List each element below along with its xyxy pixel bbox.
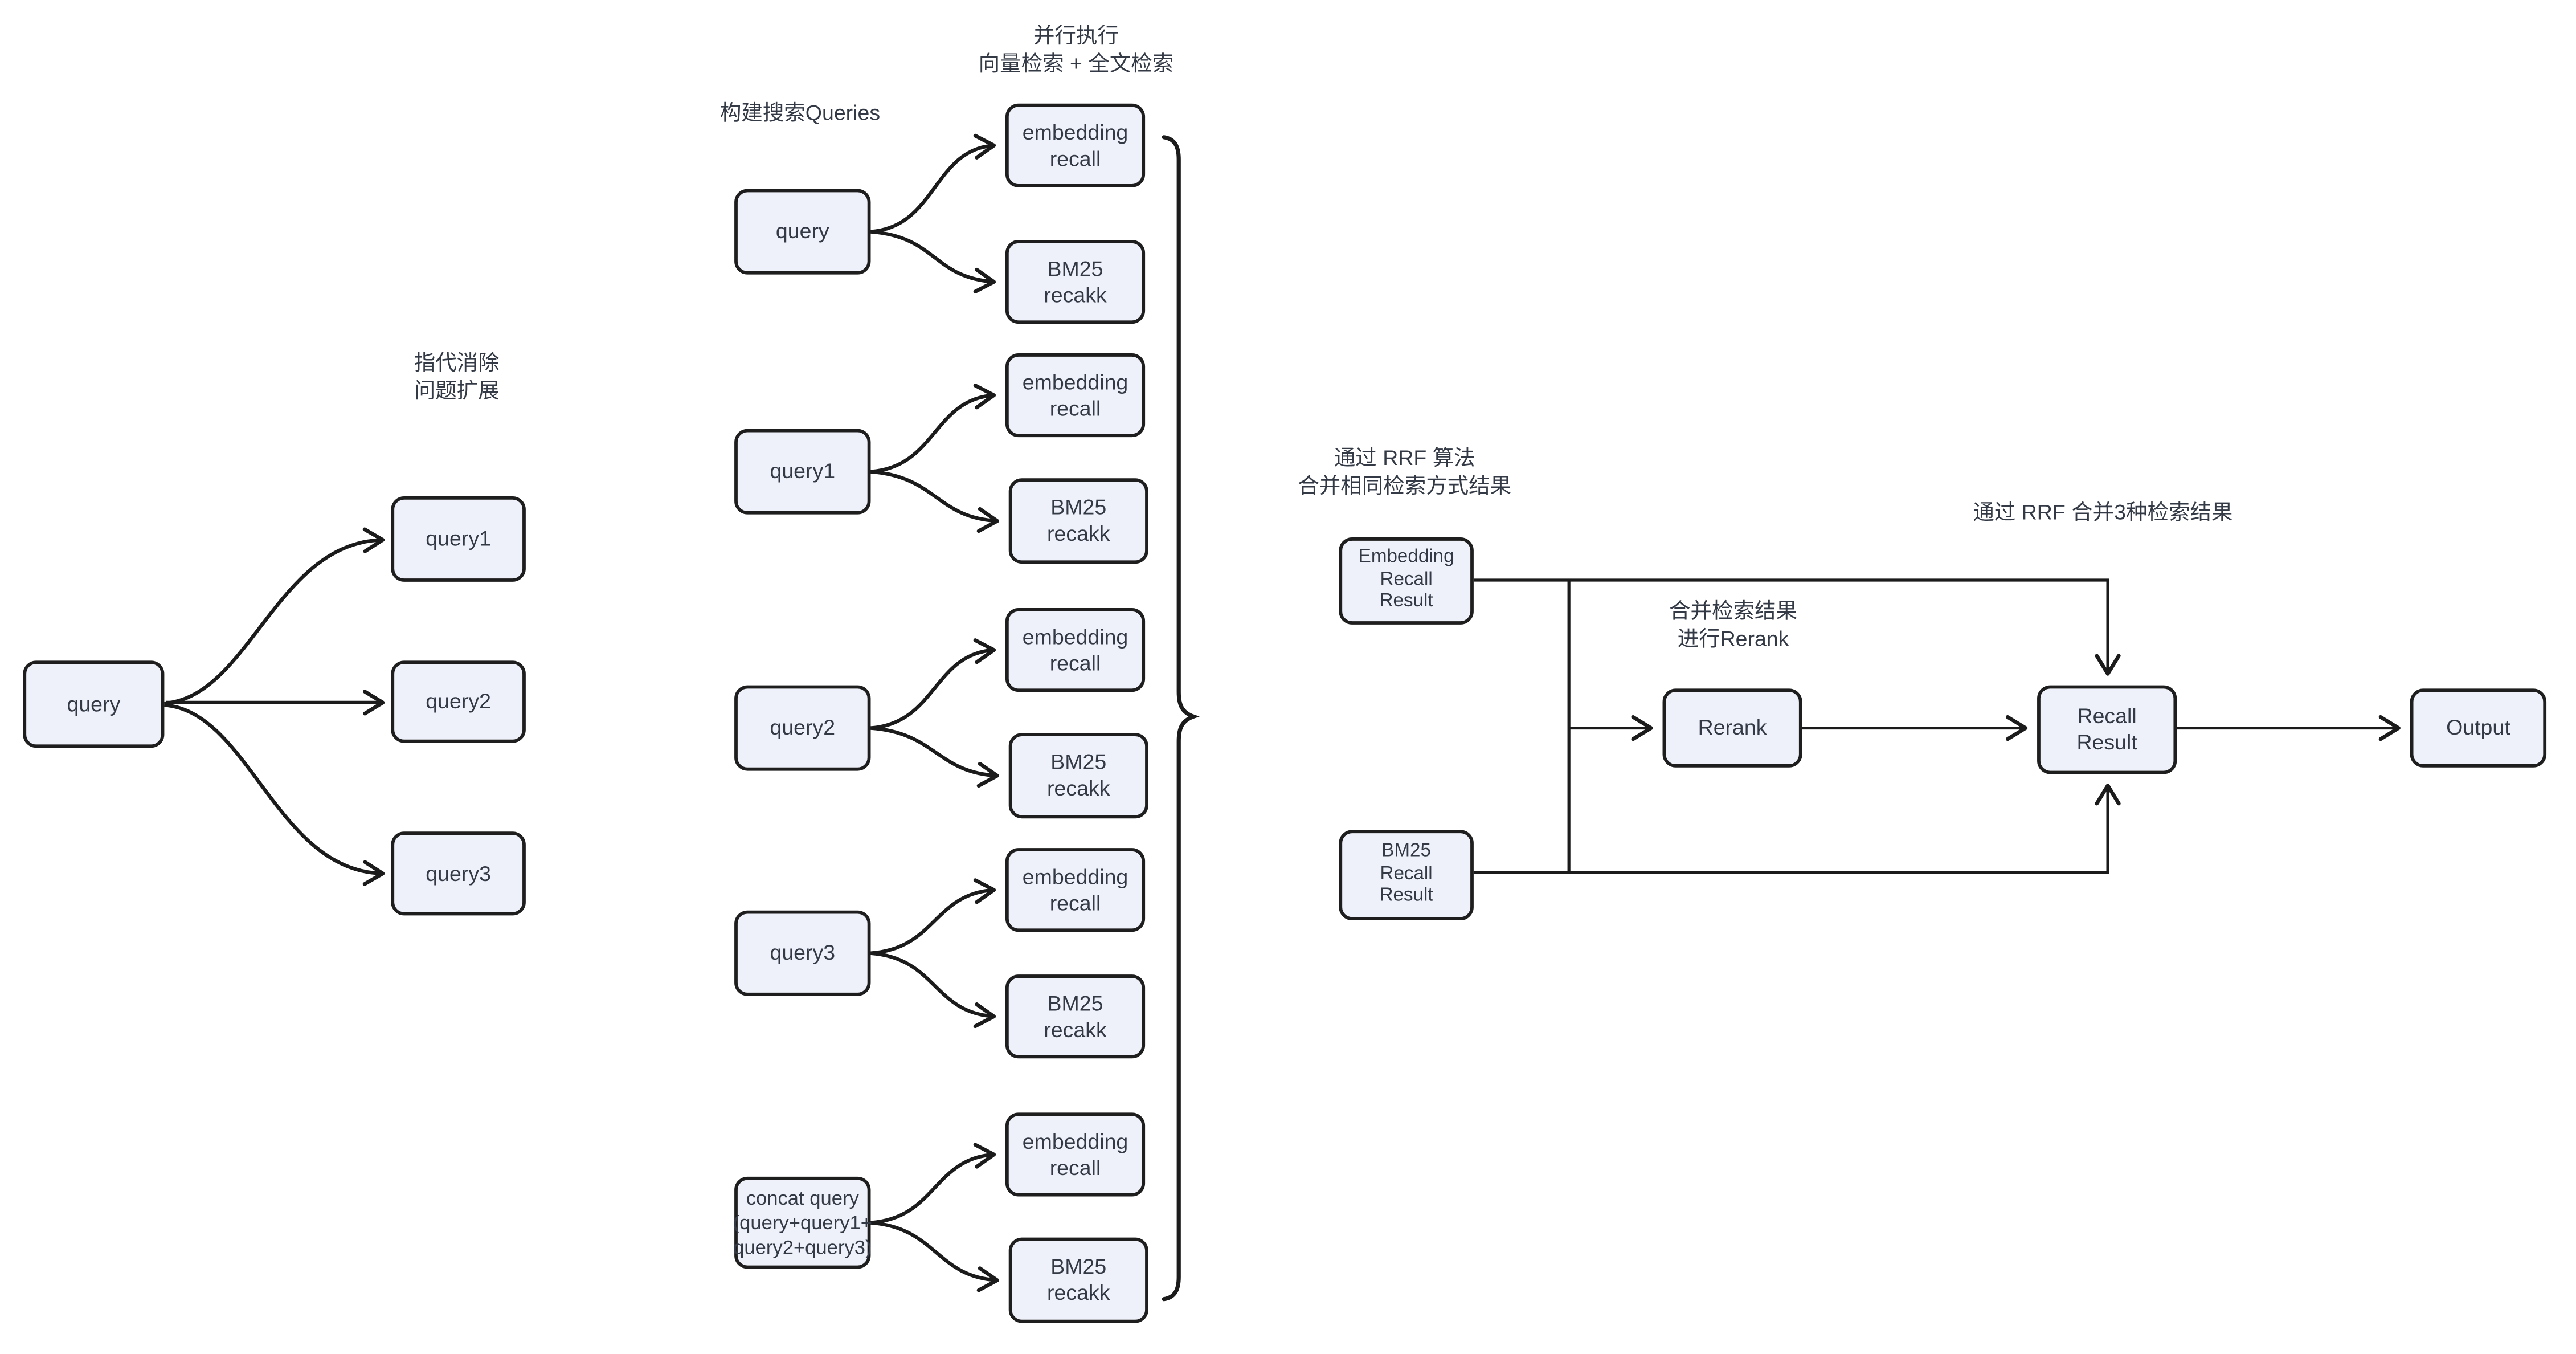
edge-concat-bm25-5 [870, 1221, 999, 1292]
edge-midquery2-bm25-3 [870, 726, 999, 788]
note-rrf-merge-three: 通过 RRF 合并3种检索结果 [1973, 499, 2233, 524]
node-query-root: query [23, 660, 165, 748]
edge-midquery3-bm25-4 [870, 951, 996, 1029]
note-coref-expansion: 指代消除 问题扩展 [414, 350, 500, 403]
edge-bm25result-recall-bottom [1473, 784, 2121, 874]
node-query1: query1 [391, 496, 526, 582]
node-embedding-recall-1: embedding recall [1005, 103, 1146, 187]
edge-midquery1-embedding2 [870, 384, 996, 474]
node-recall-result: Recall Result [2037, 685, 2177, 774]
node-query2: query2 [391, 660, 526, 743]
note-rrf-merge-same: 通过 RRF 算法 合并相同检索方式结果 [1298, 445, 1512, 498]
edge-midquery3-embedding4 [870, 878, 996, 955]
group-brace [1162, 135, 1200, 1302]
node-output: Output [2410, 688, 2547, 768]
node-query3: query3 [391, 831, 526, 916]
node-embedding-recall-3: embedding recall [1005, 608, 1146, 692]
node-bm25-recakk-2: BM25 recakk [1008, 478, 1148, 564]
node-embedding-recall-5: embedding recall [1005, 1112, 1146, 1197]
node-mid-query3: query3 [734, 910, 871, 996]
node-bm25-recakk-4: BM25 recakk [1005, 974, 1146, 1059]
node-bm25-recakk-5: BM25 recakk [1008, 1237, 1148, 1323]
edge-midquery2-embedding3 [870, 638, 996, 730]
edge-embresult-recall-top [1473, 578, 2121, 676]
node-concat-query: concat query (query+query1+ query2+query… [733, 1176, 872, 1269]
node-rerank: Rerank [1662, 688, 1802, 768]
edge-midquery-embedding1 [870, 133, 996, 234]
edge-midquery-bm25-1 [870, 230, 996, 294]
node-embedding-recall-result: Embedding Recall Result [1339, 537, 1474, 625]
edge-query-query3 [164, 703, 385, 886]
node-embedding-recall-4: embedding recall [1005, 848, 1146, 932]
edge-query-query1 [164, 527, 385, 705]
node-bm25-recakk-1: BM25 recakk [1005, 240, 1146, 324]
note-parallel-exec: 并行执行 向量检索 + 全文检索 [978, 23, 1174, 76]
node-bm25-recakk-3: BM25 recakk [1008, 733, 1148, 819]
node-bm25-recall-result: BM25 Recall Result [1339, 830, 1474, 920]
node-mid-query2: query2 [734, 685, 871, 771]
edge-midquery1-bm25-2 [870, 470, 999, 533]
node-mid-query1: query1 [734, 429, 871, 515]
node-mid-query: query [734, 189, 871, 275]
note-merge-rerank: 合并检索结果 进行Rerank [1669, 598, 1798, 651]
edge-concat-embedding5 [870, 1143, 996, 1225]
note-build-queries: 构建搜索Queries [719, 100, 881, 125]
node-embedding-recall-2: embedding recall [1005, 353, 1146, 438]
